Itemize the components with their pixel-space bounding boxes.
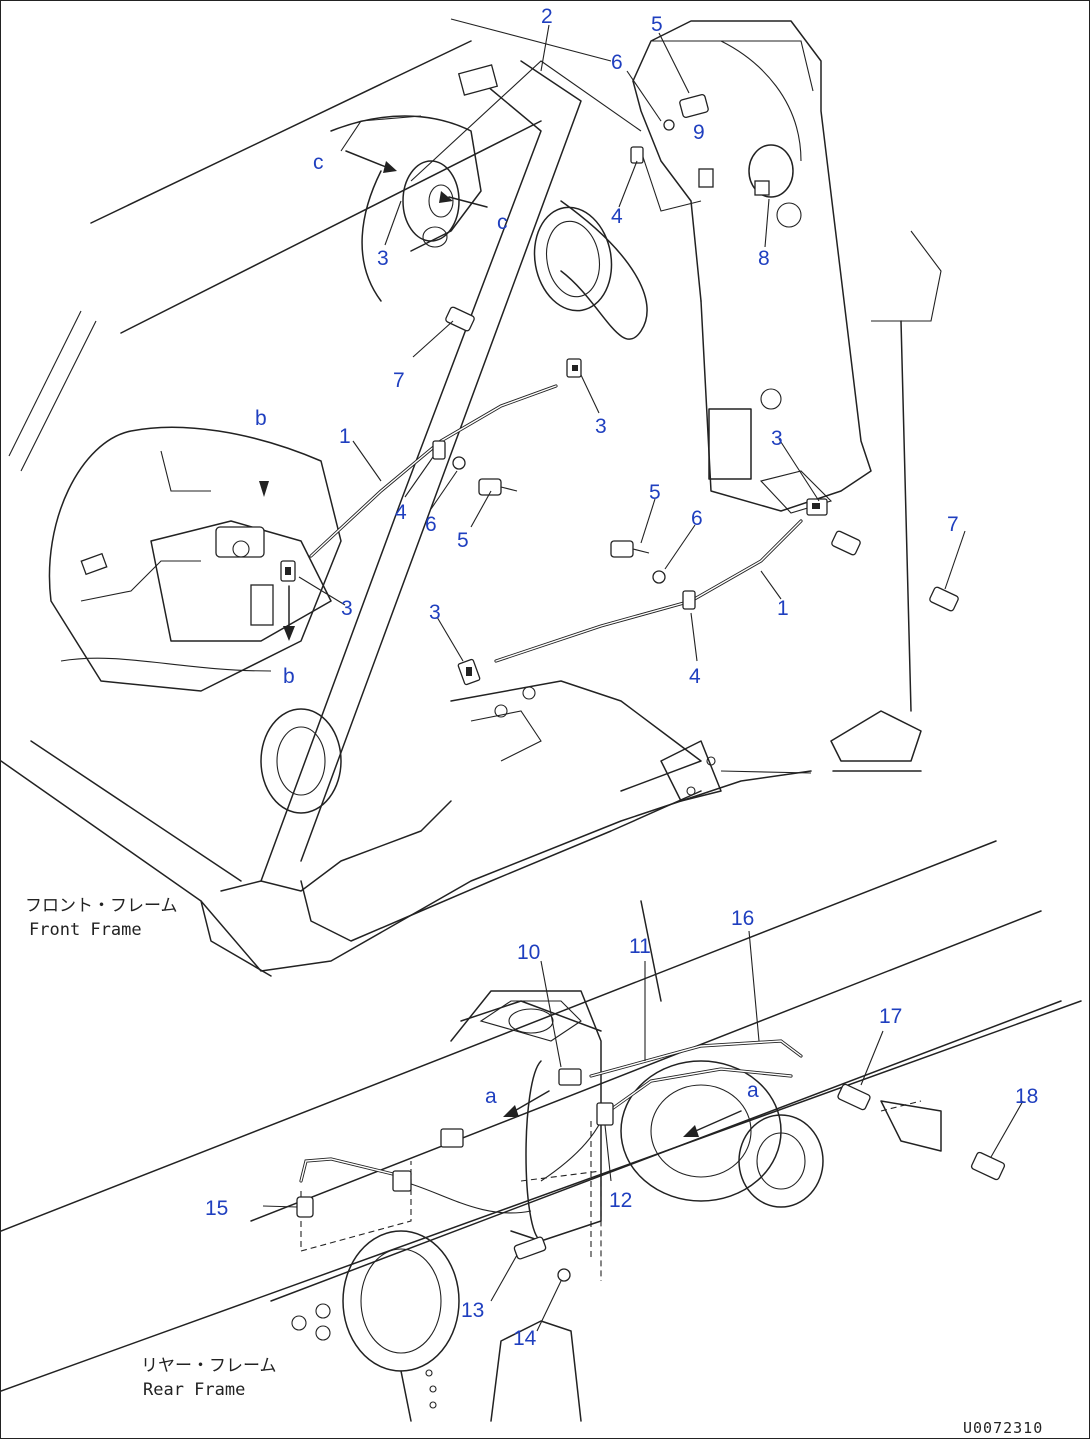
fitting-3-upper	[566, 358, 582, 378]
fitting-9	[698, 168, 714, 188]
callout-7-upper: 7	[393, 369, 405, 392]
callout-b-bottom: b	[283, 665, 295, 688]
bolt-5-right	[610, 540, 650, 558]
callout-1-lower: 1	[777, 597, 789, 620]
fitting-3-right	[806, 498, 828, 516]
clamp-12	[596, 1102, 614, 1126]
callout-c-right: c	[497, 211, 508, 234]
fitting-3-left	[280, 560, 296, 582]
callout-3-housing: 3	[377, 247, 389, 270]
washer-6-right	[652, 570, 666, 584]
callout-9: 9	[693, 121, 705, 144]
drawing-code: U0072310	[963, 1419, 1043, 1437]
callout-6-right: 6	[691, 507, 703, 530]
callout-11: 11	[629, 935, 651, 958]
callout-3-upper: 3	[595, 415, 607, 438]
plug-17	[837, 1083, 871, 1111]
callout-a-right: a	[747, 1079, 759, 1102]
plug-7-right	[831, 530, 959, 612]
callout-5-mid: 5	[457, 529, 469, 552]
callout-4-lower: 4	[689, 665, 701, 688]
rear-frame-label-en: Rear Frame	[143, 1380, 245, 1400]
callout-3-lower: 3	[429, 601, 441, 624]
callout-labels: 2 5 6 9 c c 3 4 8 7 3 b 1 3 4 6 5 5 6 7 …	[205, 5, 1038, 1350]
bolt-5-mid	[478, 478, 518, 496]
callout-5-top: 5	[651, 13, 663, 36]
callout-13: 13	[461, 1299, 484, 1322]
rear-frame-drawing	[1, 840, 1082, 1422]
bracket-17	[880, 1100, 942, 1152]
callout-10: 10	[517, 941, 540, 964]
rear-frame-label-jp: リヤー・フレーム	[141, 1356, 277, 1376]
fitting-8	[754, 180, 770, 196]
callout-a-left: a	[485, 1085, 497, 1108]
callout-b-top: b	[255, 407, 267, 430]
front-frame-label-en: Front Frame	[29, 920, 142, 940]
fitting-3-top	[630, 146, 644, 164]
callout-3-right: 3	[771, 427, 783, 450]
plug-7-upper	[445, 306, 475, 332]
callout-15: 15	[205, 1197, 228, 1220]
callout-6-top: 6	[611, 51, 623, 74]
front-frame-label-jp: フロント・フレーム	[25, 896, 178, 916]
callout-1-upper: 1	[339, 425, 351, 448]
fitting-15	[296, 1196, 314, 1218]
callout-17: 17	[879, 1005, 902, 1028]
callout-5-right: 5	[649, 481, 661, 504]
callout-3-left: 3	[341, 597, 353, 620]
bolt-5-top	[679, 93, 709, 119]
clamp-15-block	[392, 1170, 412, 1192]
block-rear-left	[440, 1128, 464, 1148]
fitting-3-mid	[457, 658, 481, 686]
callout-6-mid: 6	[425, 513, 437, 536]
callout-14: 14	[513, 1327, 537, 1350]
frame-captions: フロント・フレーム Front Frame リヤー・フレーム Rear Fram…	[25, 896, 1043, 1437]
callout-8: 8	[758, 247, 770, 270]
bore-hole-upper	[533, 206, 613, 312]
callout-7-right: 7	[947, 513, 959, 536]
washer-14	[557, 1268, 571, 1282]
callout-16: 16	[731, 907, 754, 930]
plug-18	[970, 1151, 1006, 1181]
callout-4-top: 4	[611, 205, 623, 228]
front-frame-drawing	[1, 18, 966, 977]
washer-6-mid	[452, 456, 466, 470]
callout-2: 2	[541, 5, 553, 28]
clamp-4-lower	[682, 590, 696, 610]
callout-12: 12	[609, 1189, 632, 1212]
clamp-4-upper	[432, 440, 446, 460]
callout-4-mid: 4	[395, 501, 407, 524]
callout-c-left: c	[313, 151, 324, 174]
fitting-10	[558, 1068, 582, 1086]
bolt-13	[513, 1236, 547, 1260]
callout-18: 18	[1015, 1085, 1038, 1108]
washer-6-top	[663, 119, 675, 131]
